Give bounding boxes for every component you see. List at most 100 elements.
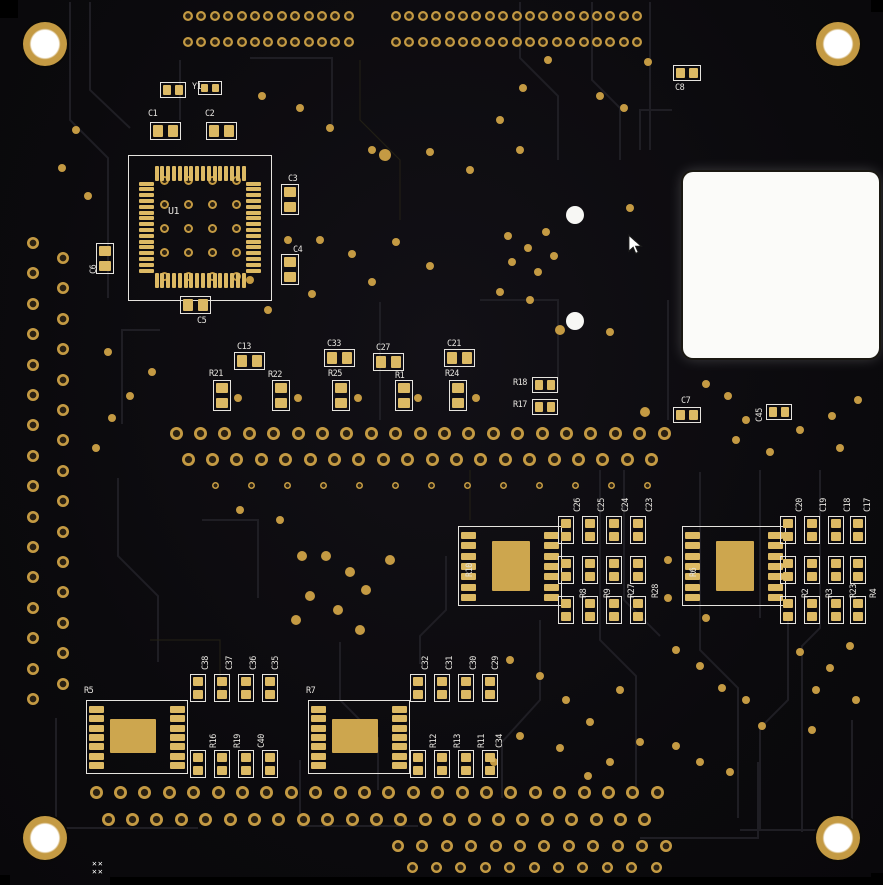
mounting-hole	[816, 22, 860, 66]
silkscreen-outline	[557, 596, 575, 624]
soic-pad	[392, 715, 407, 723]
plated-hole	[207, 271, 217, 281]
plated-hole	[27, 632, 39, 645]
via	[696, 662, 704, 670]
qfp-pad	[246, 227, 261, 232]
soic-pad	[461, 583, 476, 591]
qfp-pad	[212, 166, 217, 181]
qfp-pad	[224, 273, 229, 288]
passive-pad	[375, 356, 386, 368]
silkscreen-outline	[605, 516, 623, 544]
plated-hole	[355, 481, 363, 489]
plated-hole	[431, 37, 442, 47]
passive-pad	[152, 125, 163, 137]
passive-pad	[484, 677, 496, 686]
silkscreen-label: R23	[849, 584, 859, 598]
plated-hole	[181, 452, 195, 466]
silkscreen-outline	[233, 352, 265, 370]
via	[718, 684, 726, 692]
passive-pad	[608, 572, 620, 581]
via	[586, 718, 594, 726]
qfp-pad	[139, 204, 154, 209]
plated-hole	[196, 11, 207, 21]
qfp-pad	[139, 222, 154, 227]
passive-pad	[830, 519, 842, 528]
plated-hole	[471, 37, 482, 47]
plated-hole	[211, 481, 219, 489]
soic-pad	[461, 532, 476, 539]
via	[308, 290, 316, 298]
plated-hole	[309, 785, 323, 799]
via	[148, 368, 156, 376]
passive-pad	[484, 766, 496, 775]
plated-hole	[551, 37, 562, 47]
via	[516, 732, 524, 740]
passive-pad	[689, 67, 699, 79]
via	[702, 380, 710, 388]
qfp-pad	[246, 239, 261, 244]
via	[258, 92, 266, 100]
plated-hole	[205, 452, 219, 466]
plated-hole	[27, 662, 39, 675]
soic-pad	[170, 706, 185, 713]
qfp-pad	[246, 251, 261, 256]
via	[284, 236, 292, 244]
plated-hole	[57, 647, 69, 660]
passive-pad	[167, 125, 178, 137]
via	[626, 204, 634, 212]
plated-hole	[650, 861, 662, 873]
plated-hole	[27, 601, 39, 614]
silkscreen-outline	[160, 82, 186, 98]
silkscreen-outline	[261, 674, 279, 702]
via	[732, 436, 740, 444]
plated-hole	[404, 11, 415, 21]
soic-slug	[492, 541, 530, 591]
passive-pad	[852, 612, 864, 621]
soic-slug	[716, 541, 754, 591]
silkscreen-outline	[779, 516, 797, 544]
soic-pad	[461, 563, 476, 570]
plated-hole	[209, 11, 220, 21]
plated-hole	[458, 37, 468, 47]
plated-hole	[327, 452, 341, 466]
plated-hole	[183, 175, 193, 185]
silkscreen-outline	[213, 379, 231, 411]
via	[426, 262, 434, 270]
silkscreen-outline	[581, 516, 599, 544]
passive-pad	[675, 409, 685, 421]
plated-hole	[528, 861, 540, 873]
passive-pad	[769, 407, 777, 417]
plated-hole	[406, 861, 418, 873]
silkscreen-label: R24	[445, 369, 459, 379]
qfp-pad	[200, 273, 205, 288]
plated-hole	[272, 812, 286, 826]
plated-hole	[27, 571, 39, 584]
silkscreen-outline	[198, 80, 222, 96]
via	[496, 116, 504, 124]
soic-pad	[311, 752, 326, 760]
plated-hole	[357, 785, 371, 799]
silkscreen-outline	[449, 379, 467, 411]
plated-hole	[296, 812, 310, 826]
passive-pad	[608, 612, 620, 621]
via	[72, 126, 80, 134]
silkscreen-outline	[409, 674, 427, 702]
silkscreen-outline	[481, 750, 499, 778]
qfp-pad	[206, 273, 211, 288]
qfp-pad	[139, 268, 154, 273]
plated-hole	[159, 199, 169, 209]
silkscreen-label: C37	[225, 656, 235, 670]
silkscreen-outline	[605, 556, 623, 584]
plated-hole	[578, 37, 589, 47]
passive-pad	[192, 766, 204, 775]
passive-pad	[632, 519, 644, 528]
plated-hole	[260, 785, 274, 799]
passive-pad	[436, 690, 448, 699]
passive-pad	[192, 677, 204, 686]
via	[508, 258, 516, 266]
soic-pad	[311, 762, 326, 769]
passive-pad	[584, 532, 596, 541]
qfp-pad	[139, 210, 154, 215]
plated-hole	[608, 426, 622, 440]
qfp-pad	[139, 216, 154, 221]
